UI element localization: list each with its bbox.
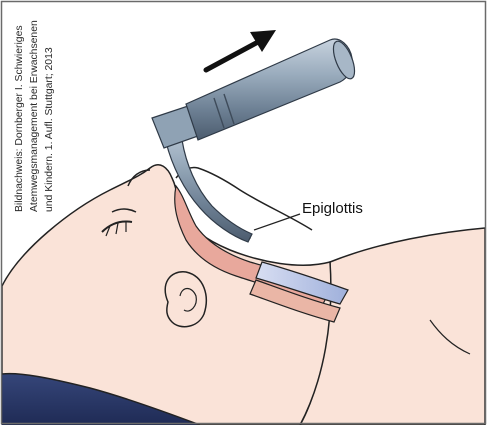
image-credit: Bildnachweis: Dornberger I. Schwieriges … xyxy=(12,2,72,212)
credit-line-1: Bildnachweis: Dornberger I. Schwieriges xyxy=(14,25,25,212)
credit-line-3: und Kindern. 1. Aufl. Stuttgart; 2013 xyxy=(44,47,55,212)
ear xyxy=(165,272,206,327)
epiglottis-label: Epiglottis xyxy=(302,200,363,217)
credit-line-2: Atemwegsmanagement bei Erwachsenen xyxy=(29,20,40,212)
direction-arrow-head xyxy=(250,30,276,52)
epiglottis-pointer xyxy=(254,214,300,230)
laryngoscope-handle xyxy=(186,39,352,140)
direction-arrow-shaft xyxy=(206,42,258,70)
